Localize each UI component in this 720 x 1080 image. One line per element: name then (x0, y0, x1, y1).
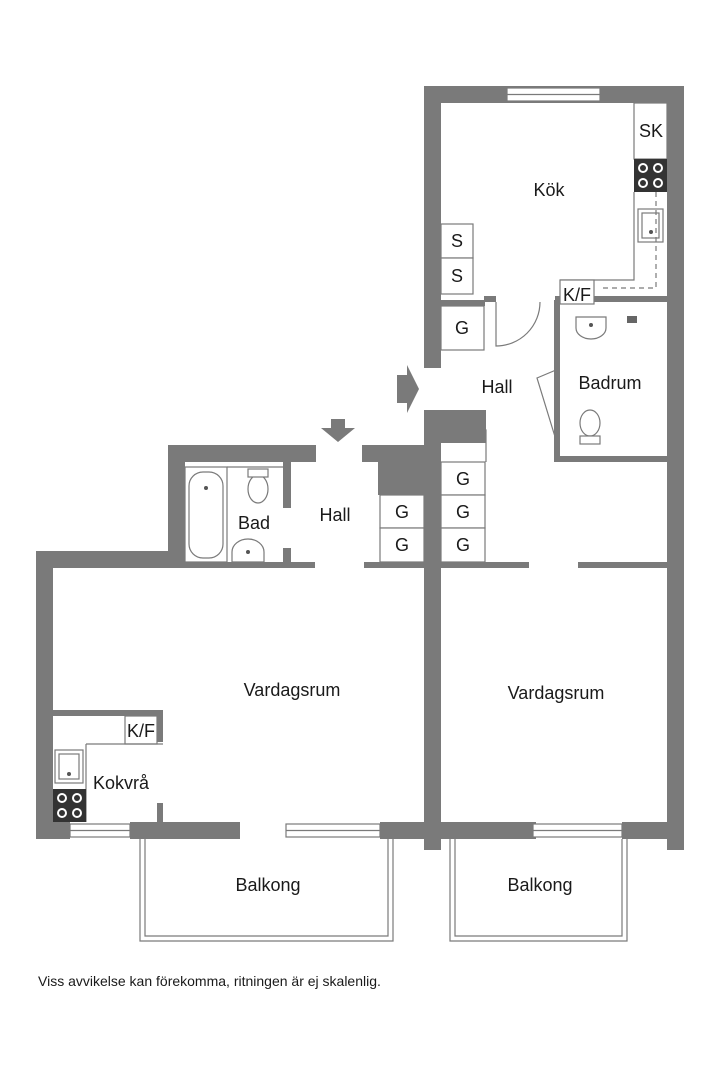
wall-bad-bottom (185, 562, 315, 568)
wall-left (36, 551, 53, 839)
wall-kokvra-top (53, 710, 163, 716)
badrum-fixtures (575, 316, 637, 445)
wall-bad-top (168, 445, 316, 462)
wall-bad-left (168, 445, 185, 568)
entrance-arrow-right-icon (397, 365, 419, 413)
balcony-right-outline (449, 839, 628, 942)
wall-left-bottom-3 (380, 822, 424, 839)
counter-dashed (600, 192, 657, 289)
closet-g-right-3 (440, 527, 486, 563)
wall-right (667, 86, 684, 850)
wall-right-mid-right (578, 562, 667, 568)
label-kf-kitchen: K/F (563, 285, 591, 305)
label-badrum: Badrum (578, 373, 641, 393)
label-bad: Bad (238, 513, 270, 533)
cabinet-kf-kitchen (559, 279, 595, 305)
label-hall-lower: Hall (319, 505, 350, 525)
cabinet-sk (633, 102, 668, 160)
closet-g-left-2 (379, 527, 425, 563)
label-g-upper: G (455, 318, 469, 338)
label-g-left-1: G (395, 502, 409, 522)
door-badrum (536, 369, 557, 441)
label-vardagsrum-right: Vardagsrum (508, 683, 605, 703)
bathtub-icon (184, 466, 228, 563)
wall-bad-right-lower (283, 548, 291, 562)
toilet-bad-icon (247, 474, 269, 504)
label-vardagsrum-left: Vardagsrum (244, 680, 341, 700)
label-g-right-3: G (456, 535, 470, 555)
door-kitchen-arc (495, 301, 541, 347)
wall-kitchen-hall (484, 296, 496, 302)
wardrobe-s2 (440, 257, 474, 295)
wardrobe-s1 (440, 223, 474, 259)
entrance-arrow-down-icon (321, 419, 355, 442)
wall-upper-left-top (424, 86, 441, 368)
sink-kokvra-icon (54, 749, 84, 784)
stove-kitchen-icon (634, 159, 667, 192)
wall-right-bottom-left (424, 822, 536, 839)
wall-kokvra-right (157, 710, 163, 742)
stove-kokvra-icon (53, 789, 86, 822)
label-g-right-2: G (456, 502, 470, 522)
wall-right-bottom-right (622, 822, 684, 839)
windows (69, 87, 623, 838)
wall-bad-right-upper (283, 462, 291, 508)
wall-g-top (441, 300, 485, 306)
closet-g-right-1 (440, 461, 486, 496)
wall-kokvra-stub (157, 803, 163, 822)
label-balkong-right: Balkong (507, 875, 572, 895)
wall-bath-bottom (554, 456, 667, 462)
disclaimer-note: Viss avvikelse kan förekomma, ritningen … (38, 973, 381, 989)
label-sk: SK (639, 121, 663, 141)
wall-bath-left (554, 300, 560, 462)
label-kokvra: Kokvrå (93, 773, 150, 793)
label-kf-kokvra: K/F (127, 721, 155, 741)
wall-right-mid-left (441, 562, 529, 568)
label-s2: S (451, 266, 463, 286)
walls (36, 86, 684, 850)
closet-g-upper (440, 305, 485, 351)
label-g-left-2: G (395, 535, 409, 555)
wall-hall-bottom (364, 562, 424, 568)
label-s1: S (451, 231, 463, 251)
wall-center-vertical (424, 410, 441, 850)
washbasin-badrum-icon (575, 316, 607, 340)
floor-plan: SK K/F S S G G G G (36, 86, 684, 942)
wall-hall-pillar (378, 445, 424, 495)
label-hall-upper: Hall (481, 377, 512, 397)
label-kok: Kök (533, 180, 565, 200)
toilet-badrum-icon (579, 409, 601, 437)
closet-g-right-2 (440, 494, 486, 529)
bad-fixtures (184, 466, 283, 563)
wall-left-bottom-2 (130, 822, 240, 839)
wall-left-bottom-1 (36, 822, 70, 839)
label-balkong-left: Balkong (235, 875, 300, 895)
closet-g-left-1 (379, 494, 425, 529)
tap-badrum-icon (627, 316, 637, 323)
balconies (139, 839, 628, 942)
kokvra-fixtures: K/F (53, 715, 163, 822)
doors (495, 301, 557, 441)
wall-kitchen-bath (555, 296, 667, 302)
upper-hall-closets: G G G G (440, 305, 487, 563)
label-g-right-1: G (456, 469, 470, 489)
balcony-left-outline (139, 839, 394, 942)
wall-pillar (424, 410, 486, 443)
wall-left-top (36, 551, 185, 568)
lower-hall-closets: G G (379, 494, 425, 563)
kitchen-fixtures: SK K/F S S (440, 102, 668, 305)
room-labels: Kök Hall Badrum Bad Hall Vardagsrum Vard… (93, 180, 642, 895)
